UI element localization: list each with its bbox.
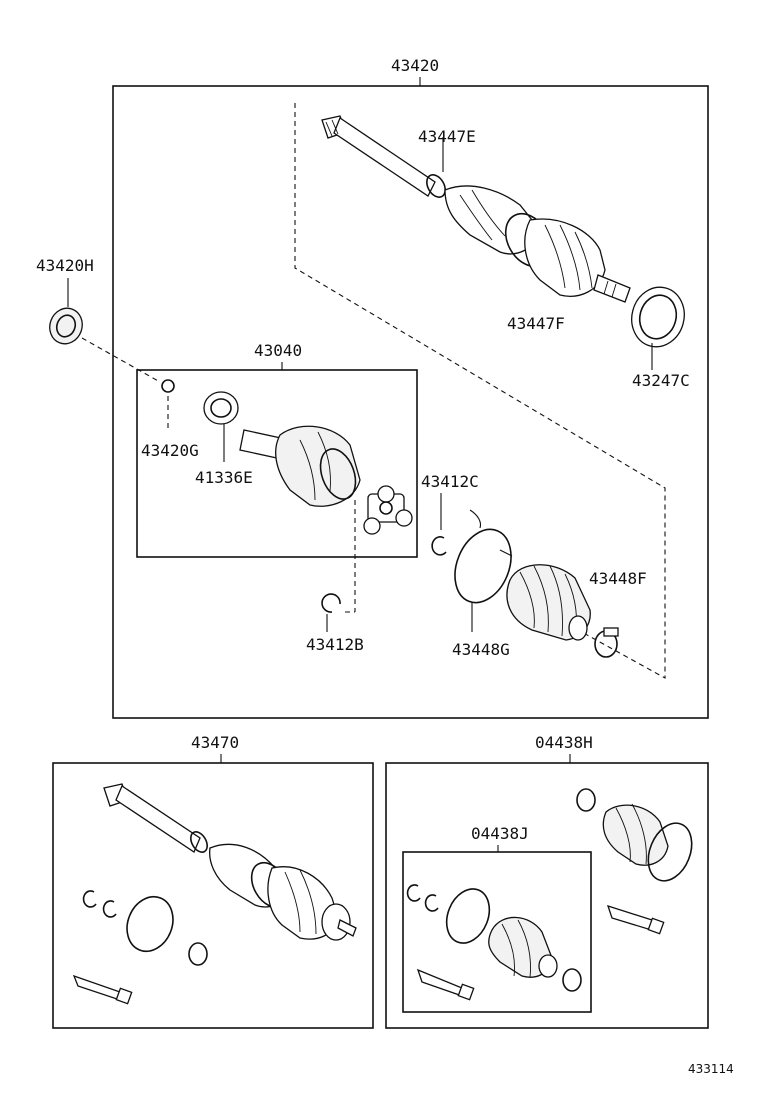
- label-43412B: 43412B: [306, 635, 364, 654]
- clamp-icon-2: [188, 942, 208, 966]
- label-43448F: 43448F: [589, 569, 647, 588]
- inboard-joint-housing: [239, 425, 361, 507]
- dashed-group-outline: [294, 103, 666, 679]
- label-43040: 43040: [254, 341, 302, 360]
- assembly-box-43040: [136, 369, 418, 558]
- label-43447E: 43447E: [418, 127, 476, 146]
- label-43420H: 43420H: [36, 256, 94, 275]
- label-43420G: 43420G: [141, 441, 199, 460]
- boot-clamp-f-icon: [594, 627, 619, 658]
- label-43470: 43470: [191, 733, 239, 752]
- figure-number: 433114: [688, 1062, 734, 1076]
- snap-ring-icon: [82, 890, 97, 908]
- label-43412C: 43412C: [421, 472, 479, 491]
- outboard-boot-kit-parts: [576, 788, 693, 935]
- label-43247C: 43247C: [632, 371, 690, 390]
- label-41336E: 41336E: [195, 468, 253, 487]
- label-43420: 43420: [391, 56, 439, 75]
- seal-ring-icon: [631, 286, 685, 348]
- assembly-box-43470: [52, 762, 374, 1029]
- label-43447F: 43447F: [507, 314, 565, 333]
- assembly-box-43420: [112, 85, 709, 719]
- boot-band-icon-2: [126, 895, 174, 953]
- label-04438J: 04438J: [471, 824, 529, 843]
- clamp-ring-icon: [426, 174, 446, 198]
- label-04438H: 04438H: [535, 733, 593, 752]
- label-43448G: 43448G: [452, 640, 510, 659]
- snap-ring-b-icon: [321, 593, 341, 613]
- boot-band-g-icon: [454, 528, 512, 604]
- snap-ring-c-icon: [431, 536, 447, 556]
- outboard-shaft-assembly: [103, 783, 357, 941]
- snap-ring-icon-2: [102, 900, 117, 918]
- drive-shaft-assembly-top: [321, 115, 631, 303]
- inboard-boot-kit-parts: [406, 884, 582, 1001]
- kit-box-04438J: [402, 851, 592, 1013]
- oil-seal-icon: [49, 307, 83, 345]
- kit-box-04438H: [385, 762, 709, 1029]
- snap-ring-small-icon: [161, 379, 175, 393]
- inboard-boot: [506, 564, 591, 641]
- dust-seal-icon: [203, 391, 239, 425]
- tripod-joint: [363, 485, 413, 535]
